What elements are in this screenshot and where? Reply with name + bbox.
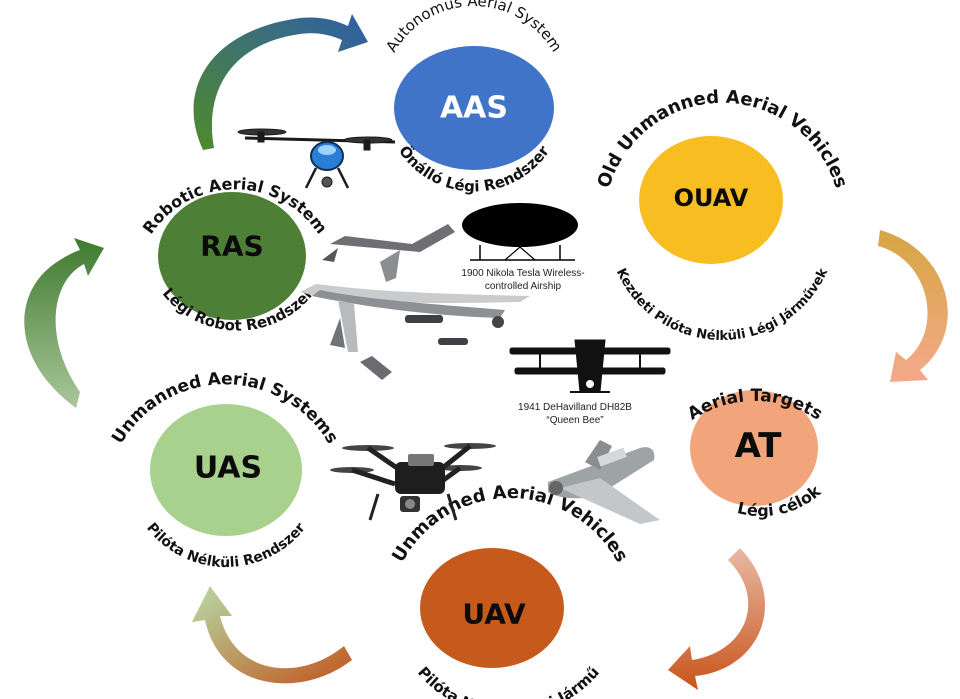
uav-abbr: UAV bbox=[462, 598, 526, 631]
node-ouav: OUAV bbox=[639, 136, 783, 264]
tesla-caption-line2: controlled Airship bbox=[485, 281, 562, 292]
tesla-caption-line1: 1900 Nikola Tesla Wireless- bbox=[461, 268, 584, 279]
arrow-top bbox=[193, 14, 368, 150]
node-uas: UAS bbox=[150, 404, 302, 536]
at-abbr: AT bbox=[735, 426, 783, 466]
node-at: AT bbox=[690, 390, 818, 506]
hexacopter-icon bbox=[237, 128, 396, 189]
uas-abbr: UAS bbox=[194, 451, 262, 486]
uav-hungarian-label: Pilóta Nélküli Légi Jármű bbox=[414, 663, 603, 699]
arrow-bottom-left bbox=[192, 586, 352, 684]
queenbee-caption-line1: 1941 DeHavilland DH82B bbox=[518, 402, 632, 413]
target-drone-icon bbox=[548, 440, 660, 524]
quadcopter-icon bbox=[330, 443, 496, 521]
airship-icon bbox=[462, 203, 578, 261]
node-aas: AAS bbox=[394, 46, 554, 170]
arrow-right bbox=[878, 230, 948, 382]
ras-abbr: RAS bbox=[200, 230, 263, 263]
node-ras: RAS bbox=[158, 192, 306, 320]
aas-abbr: AAS bbox=[440, 91, 508, 126]
reaper-drone-small-icon bbox=[322, 224, 455, 282]
reaper-drone-large-icon bbox=[300, 284, 530, 380]
arrow-left bbox=[24, 238, 104, 408]
ouav-hungarian-label: Kezdeti Pilóta Nélküli Légi Járművek bbox=[613, 266, 831, 344]
queenbee-caption-line2: “Queen Bee” bbox=[546, 415, 603, 426]
ouav-abbr: OUAV bbox=[674, 184, 749, 212]
biplane-icon bbox=[509, 339, 671, 393]
arrow-bottom-right bbox=[668, 548, 766, 690]
node-uav: UAV bbox=[420, 548, 564, 668]
